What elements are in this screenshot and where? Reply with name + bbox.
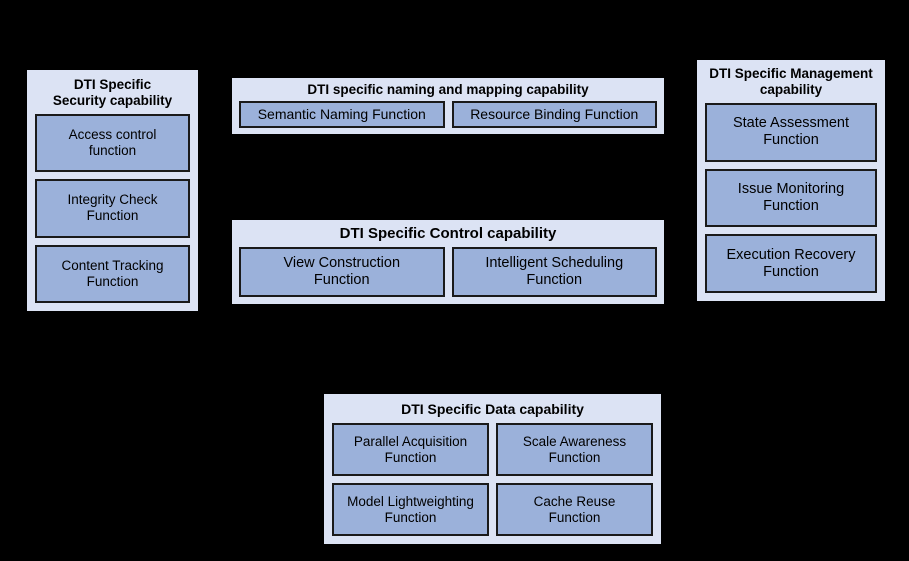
function-box-content-tracking: Content Tracking Function [35,244,190,303]
capability-title-security: DTI Specific Security capability [52,77,173,108]
function-box-resource-binding: Resource Binding Function [451,101,657,128]
function-box-cache-reuse: Cache Reuse Function [496,483,653,536]
capability-title-data: DTI Specific Data capability [401,401,584,417]
capability-panel-naming-and-mapping: DTI specific naming and mapping capabili… [230,76,666,136]
function-list-data: Parallel Acquisition Function Scale Awar… [324,423,661,544]
function-box-state-assessment: State Assessment Function [705,103,877,162]
function-box-model-lightweighting: Model Lightweighting Function [332,483,489,536]
capability-panel-data: DTI Specific Data capability Parallel Ac… [322,392,663,546]
function-box-intelligent-scheduling: Intelligent Scheduling Function [451,247,657,297]
function-box-execution-recovery: Execution Recovery Function [705,234,877,294]
function-box-scale-awareness: Scale Awareness Function [496,423,653,476]
function-list-security: Access control function Integrity Check … [27,114,198,311]
capability-title-naming-and-mapping: DTI specific naming and mapping capabili… [307,82,589,97]
capability-title-management: DTI Specific Management capability [709,66,873,97]
capability-title-control: DTI Specific Control capability [339,225,557,242]
function-box-semantic-naming: Semantic Naming Function [239,101,445,128]
function-list-control: View Construction Function Intelligent S… [232,247,664,304]
function-list-management: State Assessment Function Issue Monitori… [697,103,885,301]
capability-panel-management: DTI Specific Management capability State… [695,58,887,303]
function-box-view-construction: View Construction Function [239,247,445,297]
function-row-data-top: Parallel Acquisition Function Scale Awar… [332,423,653,476]
function-list-naming-and-mapping: Semantic Naming Function Resource Bindin… [232,101,664,134]
function-box-parallel-acquisition: Parallel Acquisition Function [332,423,489,476]
function-row-data-bottom: Model Lightweighting Function Cache Reus… [332,483,653,536]
function-box-access-control: Access control function [35,114,190,173]
capability-panel-security: DTI Specific Security capability Access … [25,68,200,313]
capability-panel-control: DTI Specific Control capability View Con… [230,218,666,306]
function-box-issue-monitoring: Issue Monitoring Function [705,168,877,228]
function-box-integrity-check: Integrity Check Function [35,179,190,238]
